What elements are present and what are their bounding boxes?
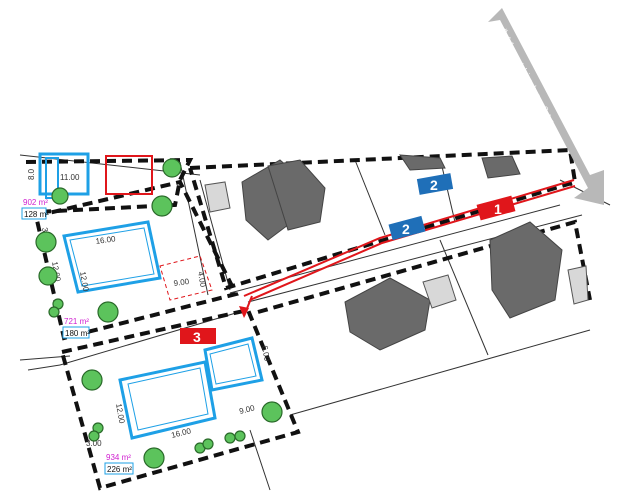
lower-plot-structures: 16.00 12.00 9.00 6.00 3.00 <box>86 336 272 448</box>
dim-mid-side-b: 4.00 <box>196 271 208 288</box>
badge-1: 1 <box>476 195 516 221</box>
area-lower-total: 934 m² <box>106 453 131 462</box>
badge-2-upper: 2 <box>416 173 454 195</box>
area-labels: 902 m² 128 m² 721 m² 180 m² 934 m² 226 m… <box>21 198 134 475</box>
street-label: Öffentliche Str. <box>498 27 561 134</box>
svg-text:2: 2 <box>430 177 438 193</box>
plot-boundary-right <box>188 147 578 291</box>
plot-boundary-upper <box>25 157 194 214</box>
dim-low-depth: 12.00 <box>114 403 126 425</box>
tree <box>38 266 58 286</box>
area-upper-total: 902 m² <box>23 198 48 207</box>
tree <box>151 195 173 217</box>
tree <box>162 158 182 178</box>
tree <box>51 187 69 205</box>
neighbour-buildings <box>241 154 563 351</box>
tree <box>143 447 165 469</box>
dim-mid-side: 9.00 <box>173 277 190 288</box>
tree <box>48 306 60 318</box>
tree <box>261 401 283 423</box>
middle-plot-structures: 16.00 12.00 12.00 9.00 4.00 3.00 <box>40 220 213 301</box>
plot-boundary-lower <box>59 307 301 491</box>
dim-low-left: 3.00 <box>86 439 102 448</box>
dim-low-side-b: 6.00 <box>260 345 272 362</box>
upper-plot-structures: 11.00 8.0 <box>27 152 153 199</box>
trees <box>35 158 283 469</box>
area-middle-built: 180 m² <box>65 329 90 338</box>
neighbour-garages <box>204 181 589 309</box>
svg-text:3: 3 <box>193 329 201 345</box>
tree <box>224 432 236 444</box>
tree <box>202 438 214 450</box>
dim-upper-a: 11.00 <box>60 173 80 182</box>
tree <box>234 430 246 442</box>
dim-low-side: 9.00 <box>238 403 256 416</box>
badge-3: 3 <box>180 328 216 345</box>
area-lower-built: 226 m² <box>107 465 132 474</box>
dim-mid-width: 16.00 <box>95 234 117 246</box>
plot-boundary-east <box>257 219 592 314</box>
tree <box>97 301 119 323</box>
svg-text:1: 1 <box>494 201 502 217</box>
area-upper-built: 128 m² <box>24 210 49 219</box>
tree <box>88 430 100 442</box>
tree <box>35 231 57 253</box>
dim-mid-depth: 12.00 <box>78 271 90 293</box>
svg-text:2: 2 <box>402 221 410 237</box>
tree <box>81 369 103 391</box>
dim-upper-b: 8.0 <box>27 168 36 180</box>
badge-2-road: 2 <box>388 215 426 241</box>
area-middle-total: 721 m² <box>64 317 89 326</box>
plot-boundary-middle <box>33 179 239 341</box>
